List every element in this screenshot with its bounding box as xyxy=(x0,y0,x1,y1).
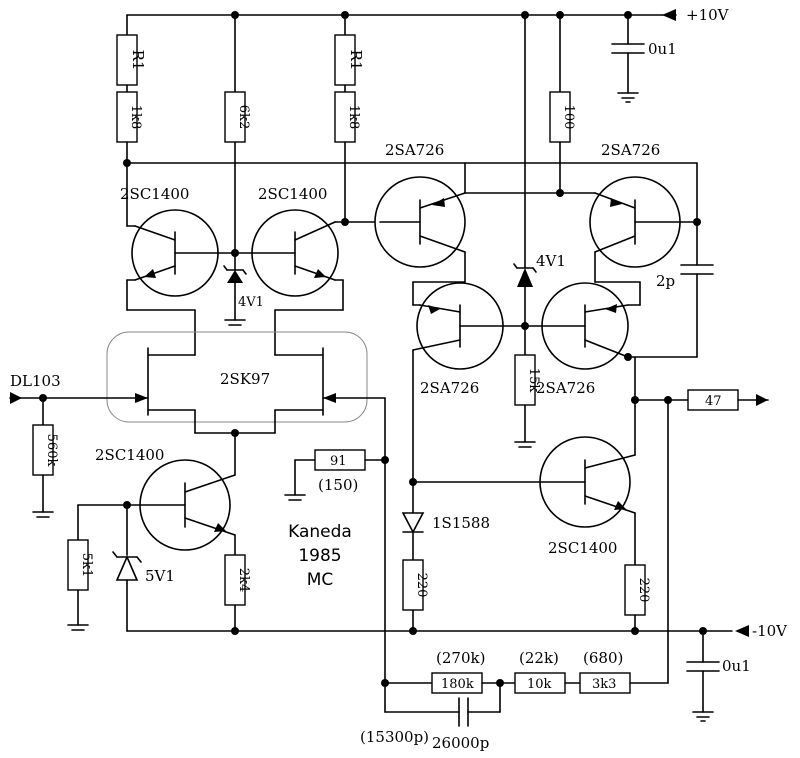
capacitor-top: 0u1 xyxy=(611,14,677,103)
resistor-10k-value: 10k xyxy=(527,677,552,692)
diode-1s1588: 1S1588 xyxy=(401,512,490,534)
resistor-3k3-alt: (680) xyxy=(583,649,623,667)
resistor-10k-alt: (22k) xyxy=(519,649,559,667)
zener-5v1-label: 5V1 xyxy=(145,567,175,585)
zener-4v1-left: 4V1 xyxy=(223,252,264,326)
transistor-q2: 2SC1400 xyxy=(234,185,381,356)
zener-4v1-right-label: 4V1 xyxy=(536,252,566,270)
resistor-47: 47 xyxy=(634,389,769,411)
capacitor-fb-alt: (15300p) xyxy=(360,728,429,746)
resistor-top-right: R1 1k8 xyxy=(334,14,365,223)
caption-line2: 1985 xyxy=(298,546,341,566)
transistor-q4-label: 2SA726 xyxy=(601,141,660,159)
resistor-180k-alt: (270k) xyxy=(436,649,485,667)
input-label: DL103 xyxy=(10,372,61,390)
zener-4v1-left-label: 4V1 xyxy=(238,295,264,310)
resistor-100: 100 xyxy=(549,14,576,197)
capacitor-bottom-label: 0u1 xyxy=(722,657,751,675)
caption-line3: MC xyxy=(307,570,334,590)
resistor-100-value: 100 xyxy=(561,105,576,130)
resistor-top-right-value: 1k8 xyxy=(346,105,361,129)
transistor-q8-label: 2SC1400 xyxy=(548,539,617,557)
resistor-5k1: 5k1 xyxy=(67,504,128,631)
resistor-2k4-value: 2k4 xyxy=(236,568,251,592)
transistor-q3: 2SA726 xyxy=(374,141,596,306)
capacitor-top-label: 0u1 xyxy=(648,40,677,58)
capacitor-2p-label: 2p xyxy=(656,272,675,290)
positive-rail: +10V xyxy=(126,6,730,24)
fet-pair-label: 2SK97 xyxy=(220,370,270,388)
resistor-top-left-name: R1 xyxy=(129,50,147,71)
input-node: DL103 xyxy=(9,372,149,404)
transistor-q6: 2SA726 xyxy=(524,282,641,456)
resistor-top-left: R1 1k8 xyxy=(116,14,147,164)
resistor-47-value: 47 xyxy=(705,394,722,409)
capacitor-bottom: 0u1 xyxy=(686,630,751,722)
resistor-560k-value: 560k xyxy=(44,434,59,467)
capacitor-fb-label: 26000p xyxy=(432,734,489,752)
transistor-q1: 2SC1400 xyxy=(120,162,236,356)
feedback-network: 180k (270k) 10k (22k) 3k3 (680) 26000p (… xyxy=(360,399,669,752)
negative-rail: -10V xyxy=(126,622,788,640)
transistor-q2-label: 2SC1400 xyxy=(258,185,327,203)
resistor-15k-value: 15k xyxy=(526,368,541,393)
resistor-560k: 560k xyxy=(32,397,59,518)
transistor-current-source-label: 2SC1400 xyxy=(95,446,164,464)
resistor-180k-value: 180k xyxy=(441,677,474,692)
negative-rail-label: -10V xyxy=(752,622,788,640)
resistor-5k1-value: 5k1 xyxy=(79,553,94,577)
transistor-q6-label: 2SA726 xyxy=(536,379,595,397)
caption: Kaneda 1985 MC xyxy=(288,522,352,590)
resistor-3k3-value: 3k3 xyxy=(592,677,616,692)
transistor-q4: 2SA726 xyxy=(589,141,698,306)
resistor-top-left-value: 1k8 xyxy=(128,105,143,129)
resistor-15k: 15k xyxy=(514,354,541,448)
transistor-q1-label: 2SC1400 xyxy=(120,185,189,203)
resistor-220-right: 220 xyxy=(624,564,651,632)
resistor-91-alt: (150) xyxy=(318,476,358,494)
resistor-91-value: 91 xyxy=(330,454,347,469)
resistor-91: 91 (150) xyxy=(284,449,386,501)
transistor-q5: 2SA726 xyxy=(409,282,526,561)
zener-5v1: 5V1 xyxy=(112,501,175,632)
resistor-top-mid: 6k2 xyxy=(224,14,251,253)
fet-pair-2sk97: 2SK97 xyxy=(106,331,368,437)
resistor-top-right-name: R1 xyxy=(347,50,365,71)
transistor-q8: 2SC1400 xyxy=(412,436,636,566)
resistor-220-right-value: 220 xyxy=(636,578,651,603)
diode-1s1588-label: 1S1588 xyxy=(432,514,490,532)
transistor-current-source: 2SC1400 xyxy=(95,432,236,556)
zener-4v1-right: 4V1 xyxy=(513,14,566,356)
capacitor-2p: 2p xyxy=(627,162,714,358)
caption-line1: Kaneda xyxy=(288,522,352,542)
transistor-q5-label: 2SA726 xyxy=(420,379,479,397)
transistor-q3-label: 2SA726 xyxy=(385,141,444,159)
positive-rail-label: +10V xyxy=(686,6,730,24)
resistor-220-left: 220 xyxy=(402,559,429,632)
resistor-top-mid-value: 6k2 xyxy=(236,105,251,129)
resistor-220-left-value: 220 xyxy=(414,573,429,598)
resistor-2k4: 2k4 xyxy=(224,554,251,632)
